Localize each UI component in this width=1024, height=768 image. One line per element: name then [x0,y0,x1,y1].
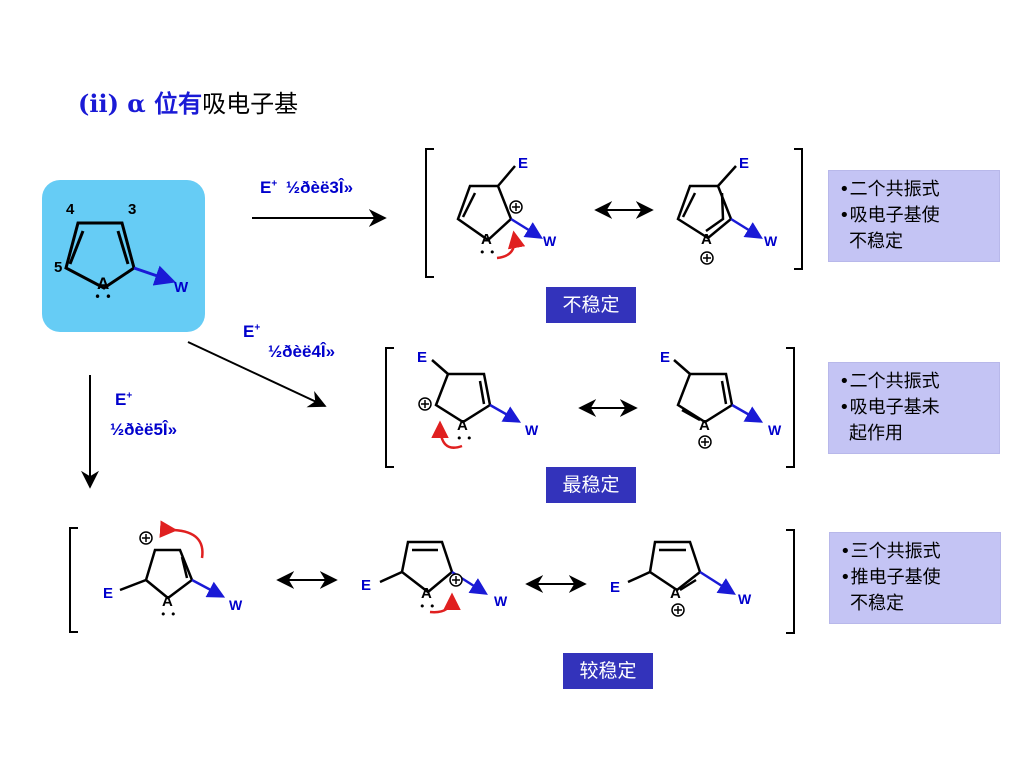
route-4-position: ½ðèë4Î» [268,342,336,361]
atom-w-5a: W [229,597,243,613]
reactant-ring [64,221,136,290]
stability-badge-4: 最稳定 [546,467,636,503]
position-3-label: 3 [128,201,136,218]
bond-w-5a [191,578,226,598]
note-4-line-3: 起作用 [849,423,903,444]
note-5-line-3: 不稳定 [850,593,904,614]
lone-pair-5a: • • [160,608,176,621]
route-3-reagent: E [260,178,272,197]
lone-pair-dots: • • [94,290,112,304]
intermediate-4b [673,359,734,424]
page-title: (ii) α 位有吸电子基 [78,84,298,119]
atom-a-5b: A [421,585,432,602]
route-3-position: ½ðèë3Î» [285,178,354,197]
atom-a-5a: A [162,593,173,610]
route-5-reagent: E+ [115,390,132,410]
route-5-reagent-letter: E [115,390,127,409]
atom-a-3b: A [701,231,712,248]
lone-pair-4a: • • [456,432,472,445]
bond-w-4a [489,403,522,423]
route-5-charge: + [126,390,133,402]
reactant-w-bond [133,265,176,286]
atom-a-4b: A [699,417,710,434]
route-3-charge: + [271,178,278,190]
atom-w-3a: W [543,233,557,249]
note-3-line-3: 不稳定 [849,231,903,252]
intermediate-3b [676,165,737,240]
intermediate-4a [431,359,492,424]
bracket-right-row3 [786,529,795,634]
title-suffix: 吸电子基 [202,90,299,118]
bracket-right-row1 [794,148,803,270]
atom-e-5b: E [361,577,371,594]
atom-w-5c: W [738,591,752,607]
reactant-atom-a: A [97,274,109,293]
note-4-line-2: •吸电子基未 [839,397,940,418]
intermediate-5c [627,540,702,592]
atom-a-4a: A [457,417,468,434]
atom-w-4b: W [768,422,782,438]
note-5-line-1: •三个共振式 [840,541,941,562]
note-4-line-1: •二个共振式 [839,371,940,392]
curved-arrow-5b [429,592,461,614]
stability-badge-3: 不稳定 [546,287,636,323]
note-5-line-2: •推电子基使 [840,567,941,588]
lone-pair-5b: • • [419,600,435,613]
atom-e-3b: E [739,155,749,172]
note-3-line-2: •吸电子基使 [839,205,940,226]
route-4-charge: + [254,322,261,334]
note-route-3: •二个共振式 •吸电子基使 不稳定 [828,170,1000,262]
position-4-label: 4 [66,201,75,218]
bracket-left-row1 [425,148,434,278]
atom-a-3a: A [481,231,492,248]
atom-e-3a: E [518,155,528,172]
bond-w-3a [510,217,543,239]
atom-e-4b: E [660,349,670,366]
intermediate-5b [379,540,454,594]
title-prefix: (ii) α 位有 [78,89,203,118]
lone-pair-3a: • • [479,246,495,259]
route-5-position: ½ðèë5Î» [110,420,178,439]
bond-w-5c [699,570,736,595]
route-4-reagent-letter: E [243,322,255,341]
atom-e-5a: E [103,585,113,602]
note-route-4: •二个共振式 •吸电子基未 起作用 [828,362,1000,454]
curved-arrow-4a [431,420,463,449]
bracket-left-row2 [385,347,394,468]
atom-w-5b: W [494,593,508,609]
intermediate-5a [119,548,194,600]
bracket-right-row2 [786,347,795,468]
route-3-label: E+ ½ðèë3Î» [260,178,353,198]
bond-w-3b [730,217,763,239]
curved-arrow-3a [496,230,526,260]
atom-e-5c: E [610,579,620,596]
bond-w-4b [731,403,764,423]
atom-w-4a: W [525,422,539,438]
curved-arrow-5a [159,520,204,559]
reactant-box [42,180,205,332]
atom-a-5c: A [670,585,681,602]
atom-e-4a: E [417,349,427,366]
bracket-left-row3 [69,527,78,633]
intermediate-3a [456,165,516,242]
route-4-reagent: E+ [243,322,260,342]
route-4-arrow [187,341,327,408]
position-5-label: 5 [54,259,62,276]
stability-badge-5: 较稳定 [563,653,653,689]
note-route-5: •三个共振式 •推电子基使 不稳定 [829,532,1001,624]
atom-w-3b: W [764,233,778,249]
reactant-group-w: W [174,279,189,296]
note-3-line-1: •二个共振式 [839,179,940,200]
